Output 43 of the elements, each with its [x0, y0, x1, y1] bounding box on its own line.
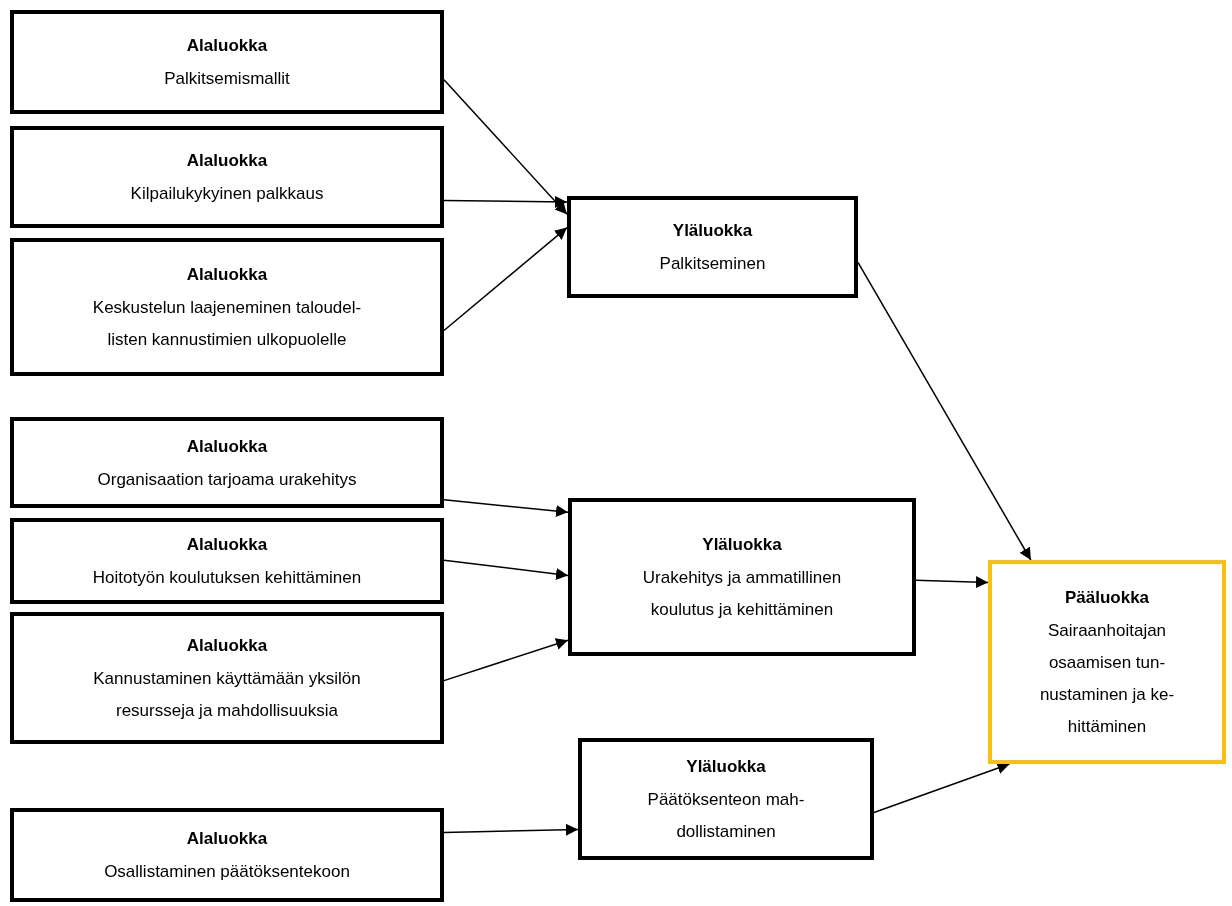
arrow — [443, 823, 579, 836]
arrow — [915, 576, 989, 589]
category-box — [10, 518, 444, 604]
category-level: Alaluokka — [186, 150, 268, 172]
arrow — [443, 195, 568, 208]
category-level: Yläluokka — [672, 220, 753, 242]
arrow — [443, 499, 569, 517]
category-name: Kannustaminen käyttämään yksilön resursseja ja mahdollisuuksia — [92, 668, 362, 722]
category-name: Sairaanhoitajan osaamisen tun-nustaminen ja ke-hittäminen — [1038, 620, 1176, 738]
category-box — [988, 560, 1226, 764]
category-level: Yläluokka — [686, 756, 766, 778]
category-name: Hoitotyön koulutuksen kehittäminen — [92, 567, 362, 589]
category-name: Kilpailukykyinen palkkaus — [130, 183, 324, 205]
category-name: Osallistaminen päätöksentekoon — [104, 861, 350, 883]
category-name: Organisaation tarjoama urakehitys — [97, 468, 357, 491]
category-box — [10, 612, 444, 744]
category-level: Alaluokka — [186, 635, 268, 657]
arrow — [443, 78, 568, 216]
arrow — [857, 261, 1032, 561]
category-box — [10, 808, 444, 902]
category-box — [568, 498, 916, 656]
category-name: Palkitsemismallit — [164, 68, 290, 90]
category-box — [10, 417, 444, 508]
arrow — [443, 638, 569, 682]
category-level: Yläluokka — [702, 534, 782, 556]
category-level: Alaluokka — [186, 534, 268, 556]
category-level: Pääluokka — [1064, 587, 1150, 609]
category-name: Palkitseminen — [659, 253, 766, 275]
category-level: Alaluokka — [186, 828, 268, 850]
category-name: Urakehitys ja ammatillinen koulutus ja kehittäminen — [641, 567, 843, 621]
category-box — [10, 238, 444, 376]
category-level: Alaluokka — [186, 264, 268, 286]
category-box — [578, 738, 874, 860]
category-name: Keskustelun laajeneminen taloudel-listen kannustimien ulkopuolelle — [91, 297, 363, 351]
category-name: Päätöksenteon mah-dollistaminen — [646, 789, 806, 843]
arrow — [873, 762, 1011, 814]
category-level: Alaluokka — [186, 35, 268, 57]
category-box — [10, 10, 444, 114]
arrow — [443, 226, 568, 332]
category-box — [567, 196, 858, 298]
category-box — [10, 126, 444, 228]
category-level: Alaluokka — [186, 435, 268, 458]
arrow — [443, 559, 569, 580]
